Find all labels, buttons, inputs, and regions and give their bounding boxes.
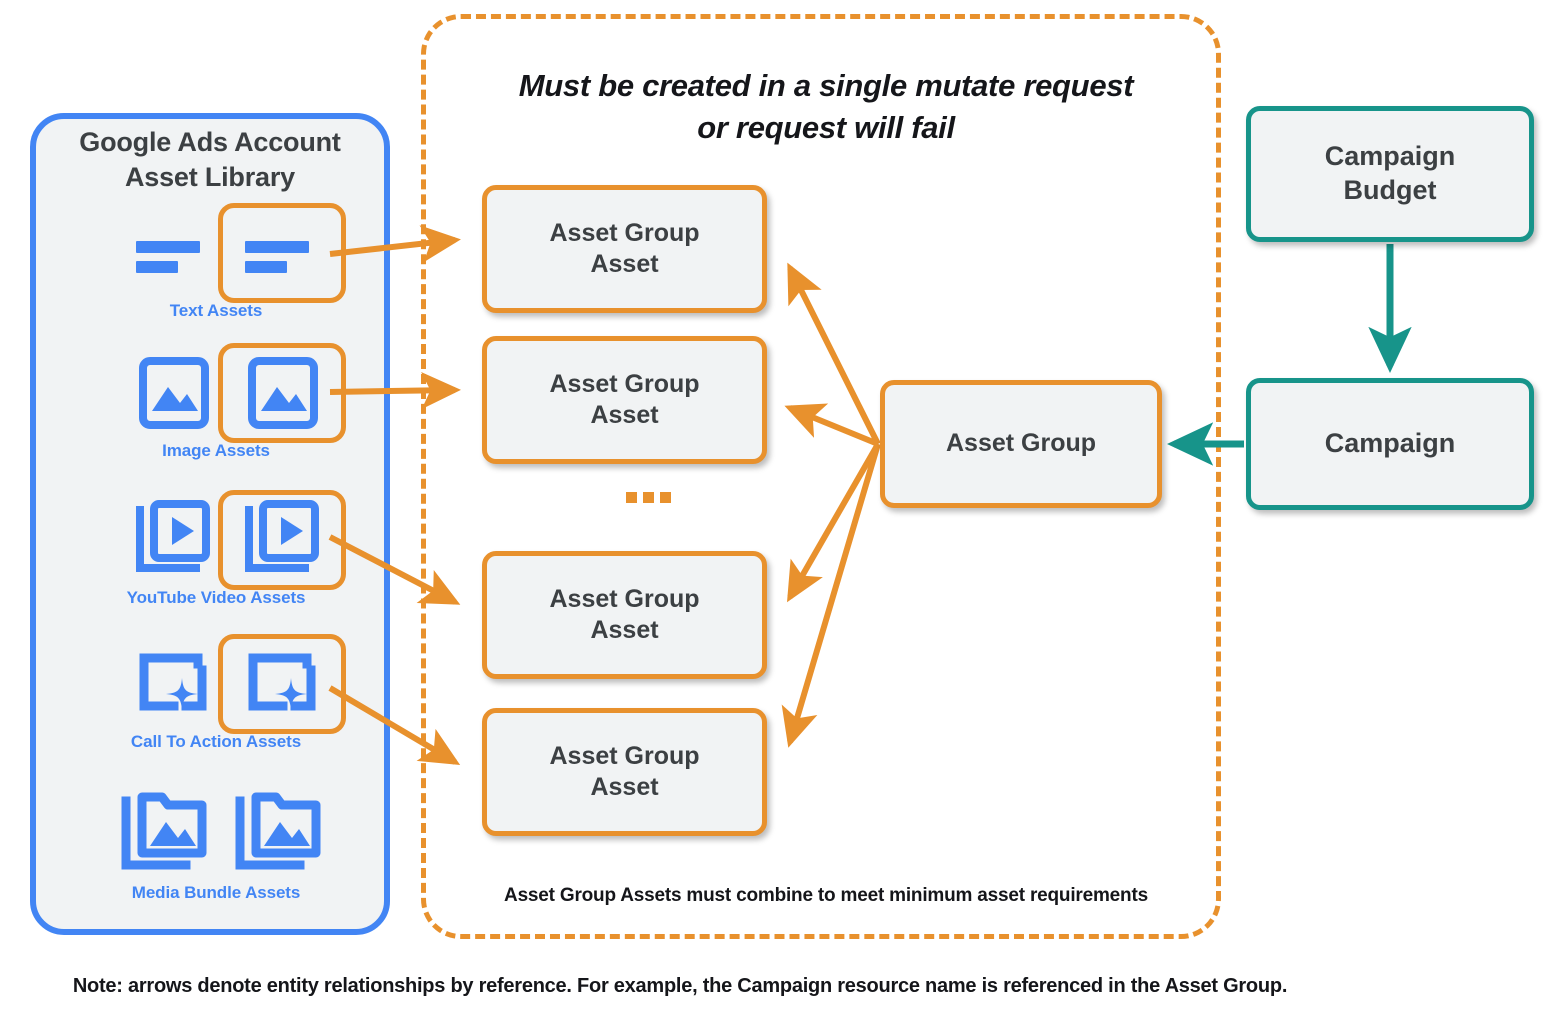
video-stack-icon <box>239 498 325 582</box>
mutate-panel-title-line2: or request will fail <box>697 109 955 145</box>
call-to-action-icon <box>239 642 325 726</box>
cta-assets-highlight-box[interactable] <box>218 634 346 734</box>
asset-group-asset-1-line1: Asset Group <box>549 218 700 247</box>
diagram-note: Note: arrows denote entity relationships… <box>72 975 1288 997</box>
asset-group-asset-4-line2: Asset <box>590 773 659 801</box>
ellipsis-dot <box>626 492 637 503</box>
mutate-panel-title-line1: Must be created in a single mutate reque… <box>518 68 1134 103</box>
text-assets-highlight-box[interactable] <box>218 203 346 303</box>
text-lines-icon <box>239 211 325 295</box>
asset-row-cta[interactable]: Call To Action Assets <box>36 632 396 772</box>
asset-library-panel: Google Ads Account Asset Library <box>30 113 390 935</box>
node-asset-group-asset-1[interactable]: Asset Group Asset <box>482 185 767 313</box>
asset-icons-media-bundle <box>36 779 396 883</box>
image-icon <box>130 351 216 435</box>
mutate-panel-title: Must be created in a single mutate reque… <box>476 65 1176 149</box>
campaign-label: Campaign <box>1324 428 1456 459</box>
ellipsis-indicator <box>626 492 671 504</box>
asset-icons-cta <box>36 632 396 736</box>
asset-label-text: Text Assets <box>169 301 263 320</box>
call-to-action-icon <box>130 642 216 726</box>
node-asset-group[interactable]: Asset Group <box>880 380 1162 508</box>
ellipsis-dot <box>643 492 654 503</box>
asset-row-video[interactable]: YouTube Video Assets <box>36 488 396 628</box>
asset-group-asset-4-line1: Asset Group <box>549 741 700 770</box>
campaign-budget-label-line2: Budget <box>1343 175 1437 205</box>
node-asset-group-asset-3[interactable]: Asset Group Asset <box>482 551 767 679</box>
asset-label-cta: Call To Action Assets <box>130 732 302 751</box>
image-icon <box>239 351 325 435</box>
asset-row-image[interactable]: Image Assets <box>36 341 396 481</box>
node-asset-group-asset-4[interactable]: Asset Group Asset <box>482 708 767 836</box>
text-lines-icon <box>130 211 216 295</box>
asset-label-media-bundle: Media Bundle Assets <box>131 883 301 902</box>
asset-group-asset-1-line2: Asset <box>590 250 659 278</box>
asset-row-text[interactable]: Text Assets <box>36 201 396 341</box>
node-campaign-budget[interactable]: Campaign Budget <box>1246 106 1534 242</box>
asset-group-label: Asset Group <box>945 429 1097 458</box>
node-campaign[interactable]: Campaign <box>1246 378 1534 510</box>
asset-group-asset-3-line1: Asset Group <box>549 584 700 613</box>
campaign-budget-label-line1: Campaign <box>1324 141 1456 172</box>
asset-row-media-bundle[interactable]: Media Bundle Assets <box>36 779 396 919</box>
video-assets-highlight-box[interactable] <box>218 490 346 590</box>
asset-library-title-line1: Google Ads Account <box>79 127 341 157</box>
asset-library-title: Google Ads Account Asset Library <box>36 125 384 194</box>
media-bundle-icon <box>232 789 328 881</box>
asset-icons-text <box>36 201 396 305</box>
node-asset-group-asset-2[interactable]: Asset Group Asset <box>482 336 767 464</box>
asset-icons-video <box>36 488 396 592</box>
image-assets-highlight-box[interactable] <box>218 343 346 443</box>
asset-label-video: YouTube Video Assets <box>126 588 306 607</box>
ellipsis-dot <box>660 492 671 503</box>
asset-library-title-line2: Asset Library <box>125 161 295 192</box>
asset-group-asset-3-line2: Asset <box>590 616 659 644</box>
asset-group-asset-2-line2: Asset <box>590 401 659 429</box>
asset-icons-image <box>36 341 396 445</box>
asset-group-asset-2-line1: Asset Group <box>549 369 700 398</box>
mutate-panel-footnote: Asset Group Assets must combine to meet … <box>504 885 1148 906</box>
video-stack-icon <box>130 498 216 582</box>
asset-label-image: Image Assets <box>162 441 270 460</box>
media-bundle-icon <box>118 789 214 881</box>
